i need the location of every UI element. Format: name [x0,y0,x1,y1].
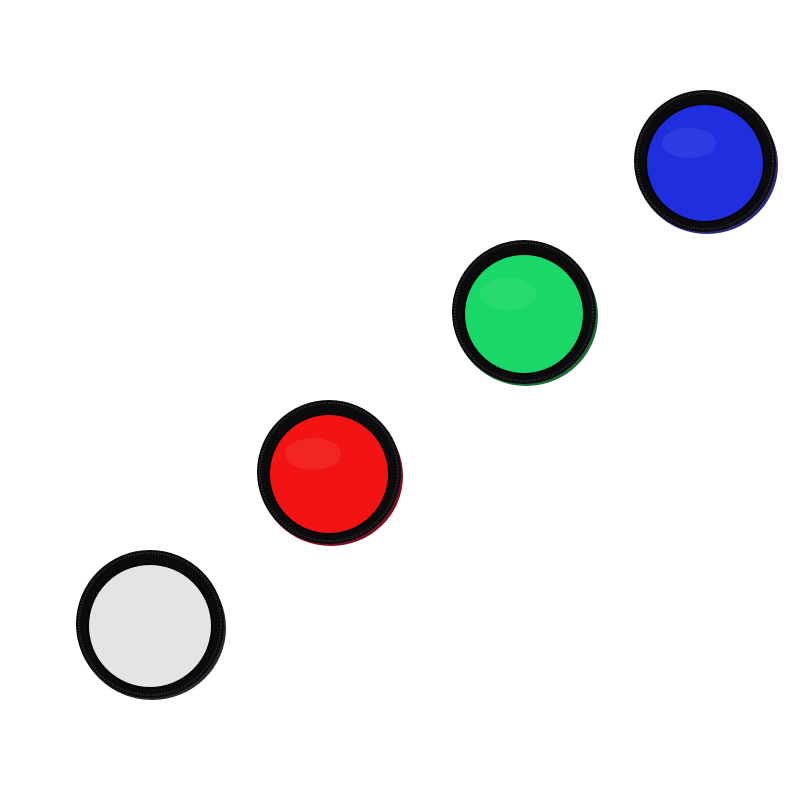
filter-blue-graphic [634,90,778,234]
filter-red-graphic [257,400,403,546]
filter-green [450,238,598,386]
filter-clear-graphic [76,550,226,700]
filter-blue [632,88,778,234]
filter-red [255,398,403,546]
filter-clear [74,548,226,700]
filter-green-graphic [452,240,598,386]
